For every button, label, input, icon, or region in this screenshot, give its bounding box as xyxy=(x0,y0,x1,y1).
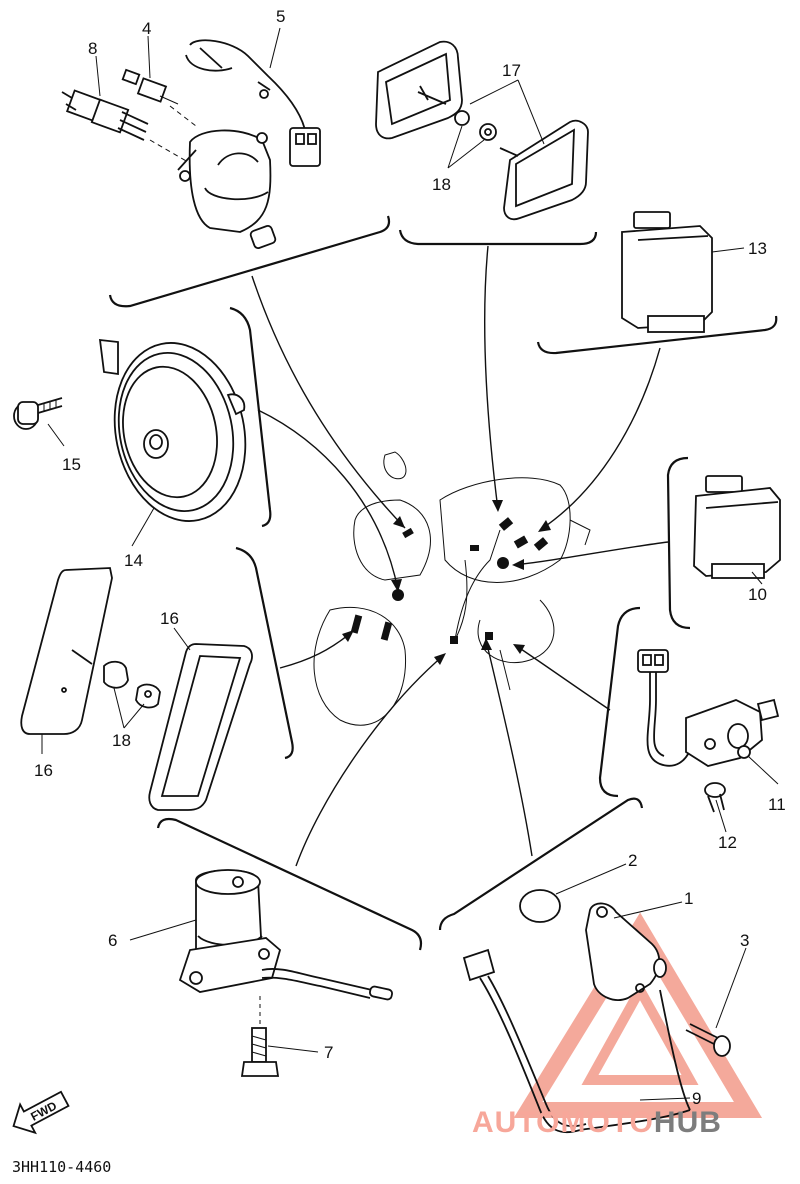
callout-16-right: 16 xyxy=(160,609,179,628)
callout-6: 6 xyxy=(108,931,117,950)
reflector-rear-assembly xyxy=(375,40,589,221)
callout-9: 9 xyxy=(692,1089,701,1108)
callout-14: 14 xyxy=(124,551,143,570)
screw-3 xyxy=(685,1023,731,1057)
screw-12 xyxy=(704,782,726,813)
routing-leaders xyxy=(251,245,669,867)
callout-8: 8 xyxy=(88,39,97,58)
bolt-15 xyxy=(13,397,63,430)
callout-18-left: 18 xyxy=(112,731,131,750)
o-ring-2 xyxy=(519,889,561,923)
sensor-plate-1 xyxy=(585,902,667,1001)
callout-12: 12 xyxy=(718,833,737,852)
side-reflector-right xyxy=(148,643,253,811)
watermark-part1: AUTOMOTO xyxy=(472,1106,654,1139)
callout-4: 4 xyxy=(142,19,151,38)
watermark-logo-icon xyxy=(513,912,763,1118)
callout-2: 2 xyxy=(628,851,637,870)
horn-14 xyxy=(98,338,247,522)
callout-3: 3 xyxy=(740,931,749,950)
callout-leaders xyxy=(41,27,779,1101)
bolt-7 xyxy=(240,1027,280,1077)
lead-wire-9 xyxy=(462,948,691,1134)
sensor-11 xyxy=(637,649,780,767)
motorcycle-frame-sketch xyxy=(313,451,591,726)
fwd-arrow-icon: FWD xyxy=(12,1090,70,1135)
callout-15: 15 xyxy=(62,455,81,474)
relay-10 xyxy=(693,475,781,579)
starter-relay-6 xyxy=(178,869,393,1024)
callout-13: 13 xyxy=(748,239,767,258)
callout-1: 1 xyxy=(684,889,693,908)
thermo-switch-assembly xyxy=(61,39,321,249)
watermark-text: AUTOMOTOHUB xyxy=(472,1106,722,1139)
watermark-part2: HUB xyxy=(654,1106,722,1139)
callout-16-left: 16 xyxy=(34,761,53,780)
callout-18-top: 18 xyxy=(432,175,451,194)
callout-5: 5 xyxy=(276,7,285,26)
group-brackets xyxy=(108,215,778,951)
side-reflector-left xyxy=(20,567,161,735)
callout-11: 11 xyxy=(768,795,786,814)
callout-7: 7 xyxy=(324,1043,333,1062)
callout-17: 17 xyxy=(502,61,521,80)
callout-10: 10 xyxy=(748,585,767,604)
reference-code: 3HH110-4460 xyxy=(12,1158,111,1176)
relay-13 xyxy=(621,211,713,333)
